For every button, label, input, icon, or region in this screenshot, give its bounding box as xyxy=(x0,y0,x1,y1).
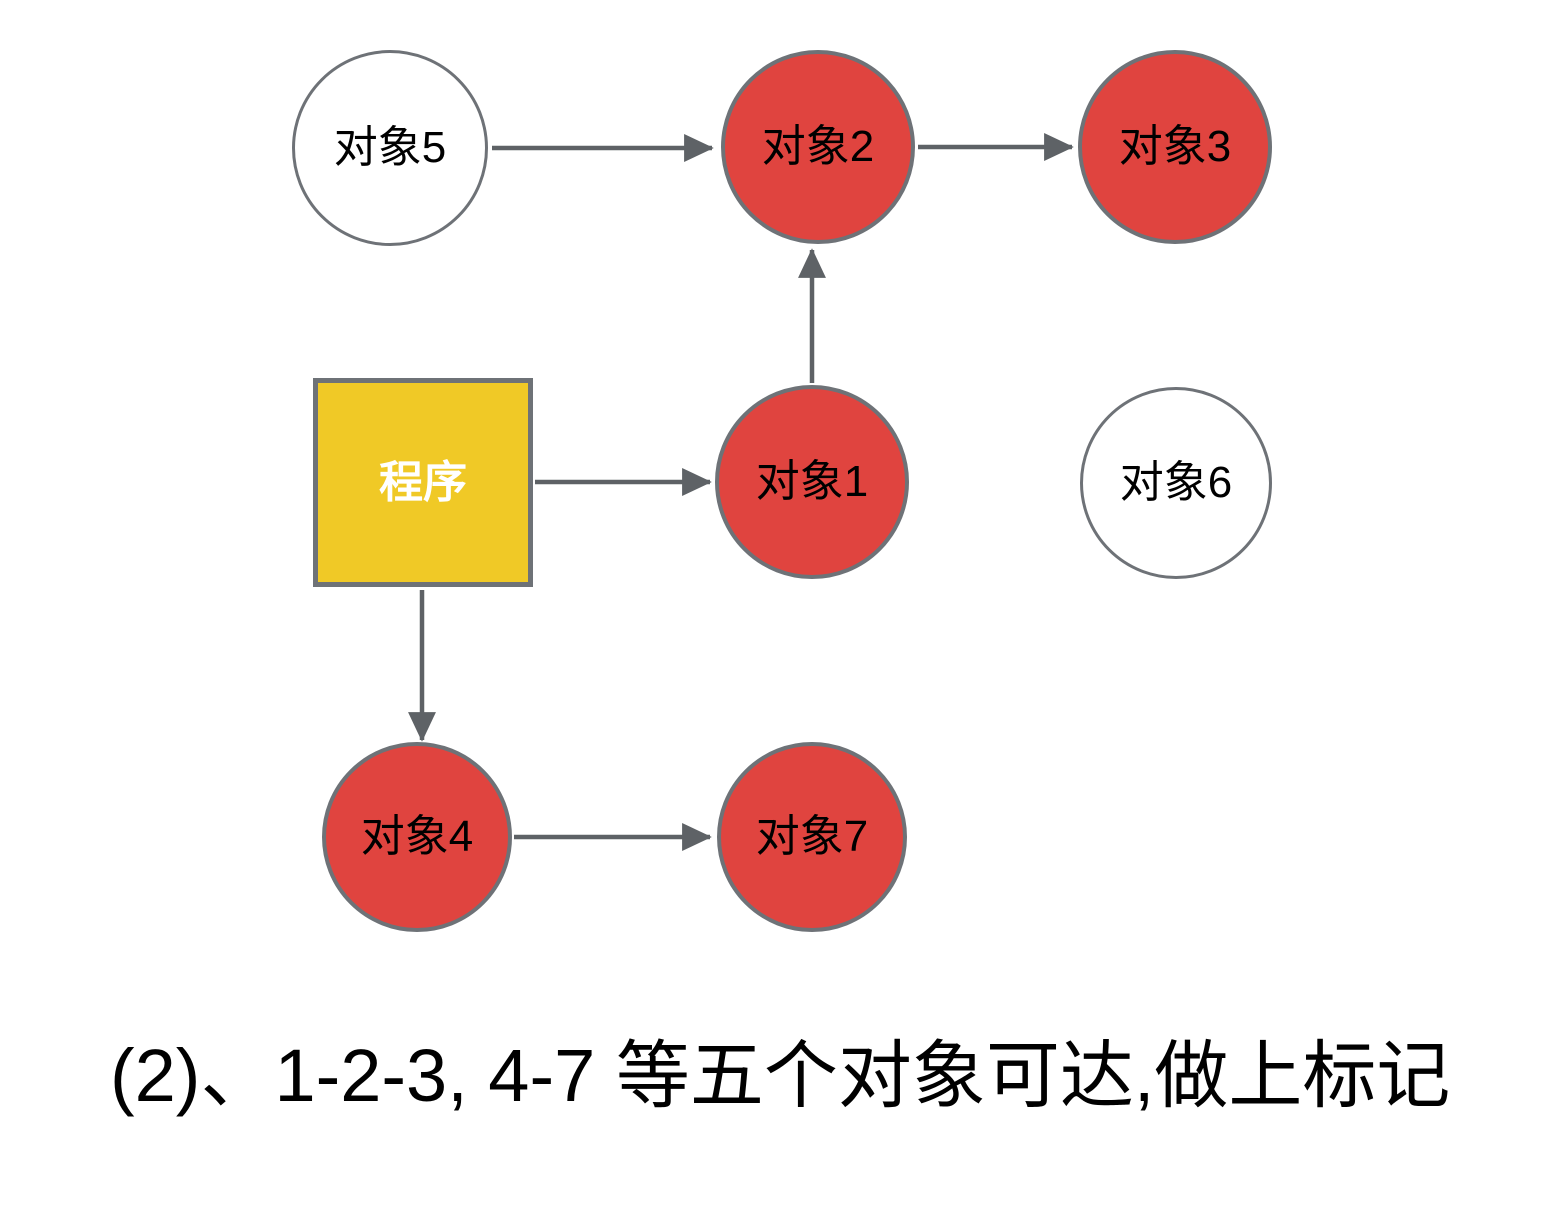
node-object-3[interactable]: 对象3 xyxy=(1078,50,1272,244)
node-object-2[interactable]: 对象2 xyxy=(721,50,915,244)
diagram-caption: (2)、1-2-3, 4-7 等五个对象可达,做上标记 xyxy=(110,1034,1451,1117)
node-object-1[interactable]: 对象1 xyxy=(715,385,909,579)
node-label-object-5: 对象5 xyxy=(333,123,447,172)
node-object-4[interactable]: 对象4 xyxy=(322,742,512,932)
node-label-program: 程序 xyxy=(379,457,467,507)
node-object-5[interactable]: 对象5 xyxy=(292,50,488,246)
node-label-object-7: 对象7 xyxy=(755,812,869,861)
node-object-7[interactable]: 对象7 xyxy=(717,742,907,932)
node-label-object-4: 对象4 xyxy=(360,812,474,861)
node-label-object-2: 对象2 xyxy=(761,122,875,171)
node-object-6[interactable]: 对象6 xyxy=(1080,387,1272,579)
node-program[interactable]: 程序 xyxy=(313,378,533,587)
node-label-object-6: 对象6 xyxy=(1119,458,1233,507)
node-label-object-1: 对象1 xyxy=(755,457,869,506)
node-label-object-3: 对象3 xyxy=(1118,122,1232,171)
